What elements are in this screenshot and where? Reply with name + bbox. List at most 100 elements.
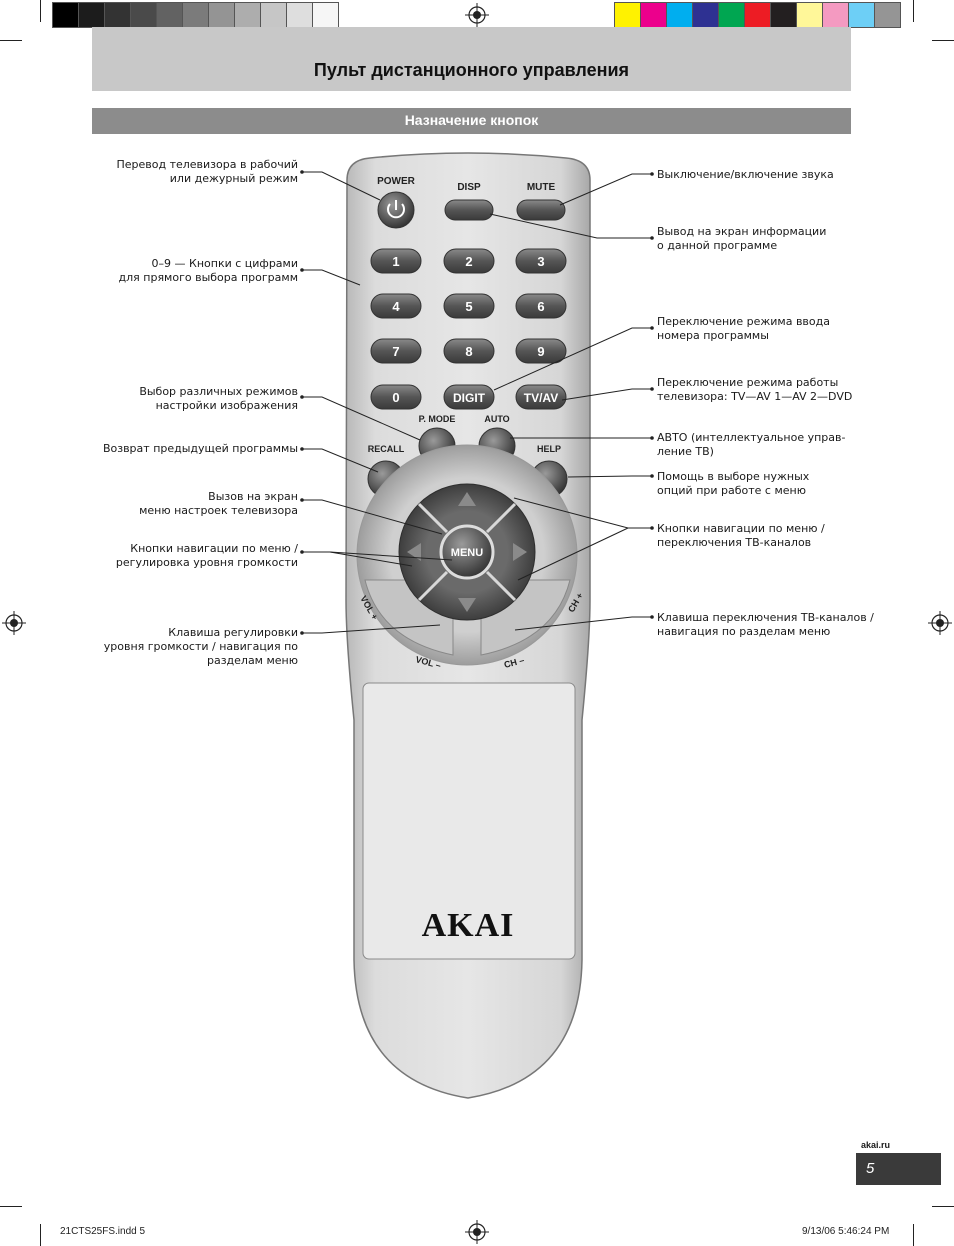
crop-mark [932,1206,954,1207]
color-swatch [875,3,900,27]
arrow-up-icon[interactable] [458,492,476,506]
digit-button-0[interactable] [370,384,422,410]
note-channel-key: Клавиша переключения ТВ-каналов / навига… [657,611,874,638]
leader-lines [302,171,652,634]
color-swatch [771,3,797,27]
digit-button-8[interactable] [443,338,495,364]
color-swatch [183,3,209,27]
power-icon [387,200,405,219]
arrow-right-icon[interactable] [513,543,527,561]
remote-lower-panel [362,682,576,960]
note-digits: 0–9 — Кнопки с цифрами для прямого выбор… [118,257,298,284]
crop-mark [913,0,914,22]
color-swatch [157,3,183,27]
nav-dividers [417,502,517,602]
digit-button-4-label: 4 [392,299,400,314]
digit-button-3-label: 3 [537,254,544,269]
color-swatch [79,3,105,27]
mute-button[interactable] [516,199,566,221]
color-swatch [641,3,667,27]
digit-button-4[interactable] [370,293,422,319]
color-swatch [719,3,745,27]
digit-button-1-label: 1 [392,254,399,269]
digit-button-2[interactable] [443,248,495,274]
digit-button-2-label: 2 [465,254,472,269]
note-nav-volume: Кнопки навигации по меню / регулировка у… [115,542,298,569]
note-nav-channels: Кнопки навигации по меню / переключения … [657,522,825,549]
disp-label: DISP [457,182,481,193]
color-swatch [615,3,641,27]
color-swatch [313,3,338,27]
color-swatch [667,3,693,27]
note-menu: Вызов на экран меню настроек телевизора [139,490,298,517]
color-swatch [797,3,823,27]
digit-button-5-label: 5 [465,299,472,314]
page-title: Пульт дистанционного управления [313,60,630,80]
color-swatch [693,3,719,27]
digit-mode-button[interactable] [443,384,495,410]
digit-button-9-label: 9 [537,344,544,359]
digit-button-8-label: 8 [465,344,472,359]
color-swatch [287,3,313,27]
page-number: 5 [866,1160,875,1177]
tvav-button[interactable] [515,384,567,410]
recall-label: RECALL [368,444,405,454]
gray-swatch-strip [52,2,339,28]
note-tvav: Переключение режима работы телевизора: T… [657,376,853,403]
note-recall: Возврат предыдущей программы [102,442,298,455]
registration-mark-bottom [465,1220,489,1244]
file-slug: 21CTS25FS.indd 5 [60,1226,146,1237]
title-bar: Пульт дистанционного управления [92,27,851,91]
digit-button-6[interactable] [515,293,567,319]
color-swatch [209,3,235,27]
help-label: HELP [537,444,561,454]
section-title: Назначение кнопок [404,112,539,128]
note-volume-key: Клавиша регулировки уровня громкости / н… [103,626,298,667]
digit-button-3[interactable] [515,248,567,274]
digit-button-0-label: 0 [392,390,399,405]
digit-mode-button-label: DIGIT [453,391,486,405]
note-digit: Переключение режима ввода номера програм… [657,315,830,342]
crop-mark [40,0,41,22]
crop-mark [0,40,22,41]
timestamp-slug: 9/13/06 5:46:24 PM [802,1226,890,1237]
note-help: Помощь в выборе нужных опций при работе … [657,470,810,497]
auto-label: AUTO [484,414,509,424]
digit-button-5[interactable] [443,293,495,319]
note-power: Перевод телевизора в рабочий или дежурны… [116,158,298,185]
note-disp: Вывод на экран информации о данной прогр… [657,225,827,252]
digit-button-7-label: 7 [392,344,399,359]
power-label: POWER [377,176,416,187]
page-number-box: 5 [856,1153,941,1185]
arrow-down-icon[interactable] [458,598,476,612]
site-url: akai.ru [860,1140,890,1150]
mute-label: MUTE [527,182,556,193]
menu-label: MENU [451,547,483,559]
pmode-label: P. MODE [419,414,456,424]
leader-dots [300,170,654,635]
menu-button[interactable] [439,524,495,580]
crop-mark [40,1224,41,1246]
note-mute: Выключение/включение звука [657,168,834,181]
color-swatch [261,3,287,27]
color-swatch [105,3,131,27]
color-swatch [745,3,771,27]
color-swatch [131,3,157,27]
disp-button[interactable] [444,199,494,221]
arrow-left-icon[interactable] [407,543,421,561]
crop-mark [932,40,954,41]
tvav-button-label: TV/AV [524,391,558,405]
registration-mark-right [928,611,952,635]
brand-logo: AKAI [422,907,515,944]
note-auto: АВТО (интеллектуальное управ- ление ТВ) [657,431,846,458]
color-swatch [823,3,849,27]
color-swatch [849,3,875,27]
digit-button-7[interactable] [370,338,422,364]
digit-button-9[interactable] [515,338,567,364]
subtitle-bar: Назначение кнопок [92,108,851,134]
crop-mark [0,1206,22,1207]
registration-mark-top [465,3,489,27]
digit-button-1[interactable] [370,248,422,274]
